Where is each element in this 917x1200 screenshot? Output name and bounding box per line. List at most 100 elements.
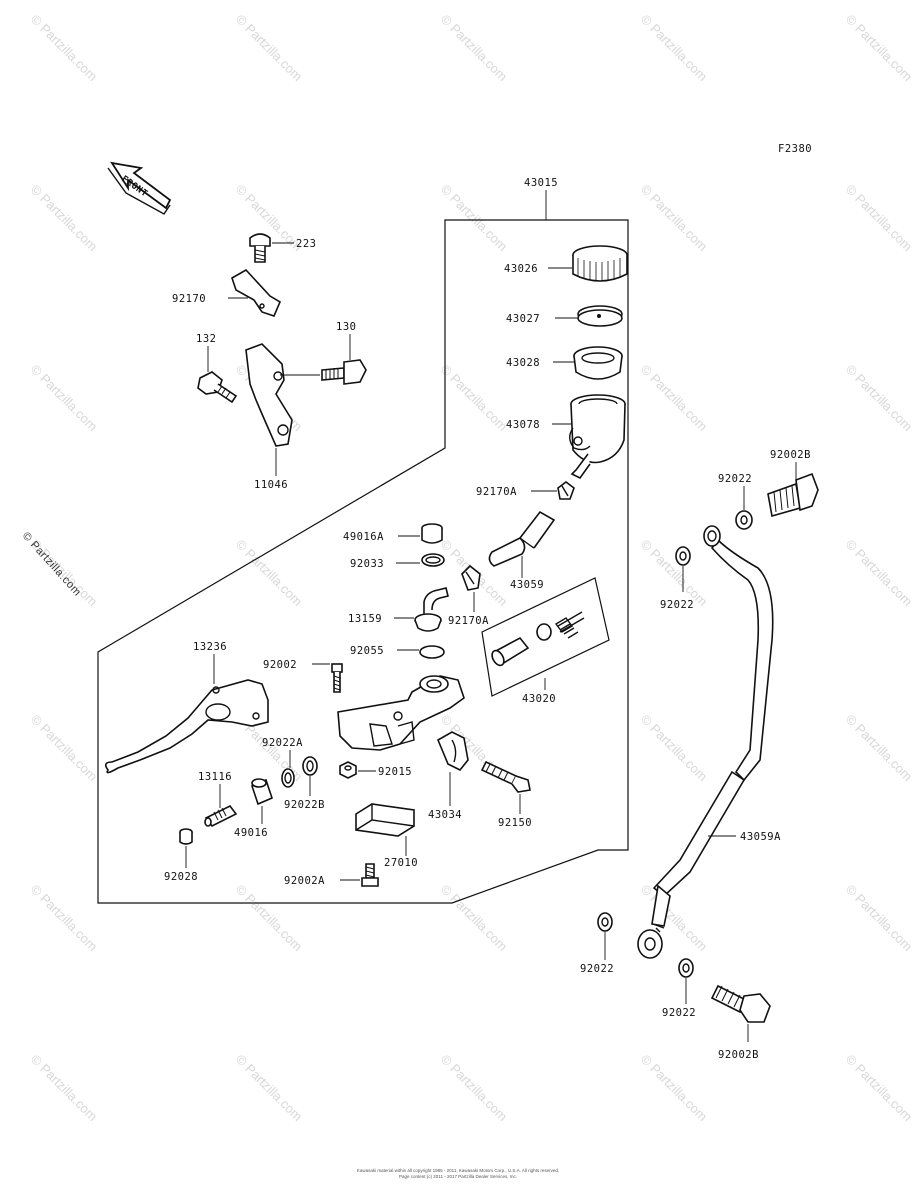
label-43059: 43059 <box>510 579 544 591</box>
label-92022-a: 92022 <box>718 473 752 485</box>
sleeve-49016 <box>251 778 273 806</box>
copyright-text: Kawasaki material within all copyright 1… <box>357 1168 559 1173</box>
label-92150: 92150 <box>498 817 532 829</box>
piston-kit-box <box>481 577 610 697</box>
label-92022B: 92022B <box>284 799 325 811</box>
hose-fitting <box>414 587 449 632</box>
watermark-text: © Partzilla.com <box>638 182 711 255</box>
washer-top-right <box>735 510 753 530</box>
hose-clamp-mid <box>461 564 481 591</box>
label-92028: 92028 <box>164 871 198 883</box>
nut-92015 <box>339 761 357 779</box>
label-13116: 13116 <box>198 771 232 783</box>
label-43027: 43027 <box>506 313 540 325</box>
label-49016: 49016 <box>234 827 268 839</box>
label-92055: 92055 <box>350 645 384 657</box>
bolt-132 <box>197 371 238 404</box>
label-92170: 92170 <box>172 293 206 305</box>
watermark-text: © Partzilla.com <box>28 362 101 435</box>
clamp-holder <box>436 731 469 772</box>
bracket-92170 <box>231 268 282 317</box>
banjo-bolt-bottom <box>710 984 771 1023</box>
assembly-outline <box>97 219 629 904</box>
watermark-text: © Partzilla.com <box>438 362 511 435</box>
diaphragm <box>573 346 623 380</box>
label-130: 130 <box>336 321 356 333</box>
label-92022-d: 92022 <box>662 1007 696 1019</box>
watermark-text: © Partzilla.com <box>638 12 711 85</box>
o-ring <box>419 645 445 659</box>
watermark-text: © Partzilla.com <box>638 362 711 435</box>
switch-screw <box>361 863 379 887</box>
watermark-text: © Partzilla.com <box>438 182 511 255</box>
label-43020: 43020 <box>522 693 556 705</box>
label-92022A: 92022A <box>262 737 303 749</box>
label-92002B-bot: 92002B <box>718 1049 759 1061</box>
piston-kit <box>491 611 585 667</box>
watermark-text: © Partzilla.com <box>843 362 916 435</box>
label-43028: 43028 <box>506 357 540 369</box>
pivot-pin <box>204 804 238 828</box>
pivot-bolt <box>331 663 343 693</box>
washer-left-lower <box>597 912 613 932</box>
side-watermark: © Partzilla.com <box>20 530 84 599</box>
label-92015: 92015 <box>378 766 412 778</box>
watermark-text: © Partzilla.com <box>28 182 101 255</box>
reservoir-tank <box>569 394 626 480</box>
watermark-text: © Partzilla.com <box>28 1052 101 1125</box>
label-27010: 27010 <box>384 857 418 869</box>
end-cap <box>179 828 193 845</box>
label-92022-c: 92022 <box>580 963 614 975</box>
label-92002B-top: 92002B <box>770 449 811 461</box>
label-11046: 11046 <box>254 479 288 491</box>
label-92033: 92033 <box>350 558 384 570</box>
clutch-switch <box>355 803 415 837</box>
master-cylinder-body <box>337 675 465 751</box>
watermark-text: © Partzilla.com <box>843 182 916 255</box>
watermark-text: © Partzilla.com <box>843 712 916 785</box>
label-92022-b: 92022 <box>660 599 694 611</box>
diagram-code: F2380 <box>778 143 812 155</box>
watermark-text: © Partzilla.com <box>843 882 916 955</box>
label-43026: 43026 <box>504 263 538 275</box>
circlip-92033 <box>421 553 445 567</box>
label-92002A: 92002A <box>284 875 325 887</box>
watermark-text: © Partzilla.com <box>438 12 511 85</box>
copyright-text-2: Page content (c) 2011 - 2017 Partzilla D… <box>399 1174 517 1179</box>
washer-92022b <box>302 756 318 776</box>
label-43015: 43015 <box>524 177 558 189</box>
watermark-text: © Partzilla.com <box>28 882 101 955</box>
watermark-text: © Partzilla.com <box>843 12 916 85</box>
banjo-bolt-top <box>767 472 819 518</box>
diaphragm-plate <box>577 305 623 327</box>
watermark-text: © Partzilla.com <box>233 882 306 955</box>
watermark-text: © Partzilla.com <box>438 1052 511 1125</box>
watermark-text: © Partzilla.com <box>638 712 711 785</box>
label-43078: 43078 <box>506 419 540 431</box>
watermark-text: © Partzilla.com <box>438 882 511 955</box>
bracket-screw-223 <box>249 233 271 263</box>
label-43059A: 43059A <box>740 831 781 843</box>
label-92170A-top: 92170A <box>476 486 517 498</box>
watermark-text: © Partzilla.com <box>28 12 101 85</box>
watermark-text: © Partzilla.com <box>638 1052 711 1125</box>
front-arrow-icon: FRONT <box>107 161 172 215</box>
label-13236: 13236 <box>193 641 227 653</box>
clamp-bolt <box>480 760 531 793</box>
label-132: 132 <box>196 333 216 345</box>
label-43034: 43034 <box>428 809 462 821</box>
bolt-130 <box>321 359 367 385</box>
reservoir-hose <box>488 510 556 567</box>
washer-left-upper <box>675 546 691 566</box>
washer-92022a <box>281 768 295 788</box>
watermark-text: © Partzilla.com <box>233 1052 306 1125</box>
watermark-text: © Partzilla.com <box>843 1052 916 1125</box>
clutch-hose <box>637 525 774 959</box>
watermark-text: © Partzilla.com <box>233 537 306 610</box>
clutch-lever <box>104 679 269 774</box>
watermark-text: © Partzilla.com <box>843 537 916 610</box>
watermark-text: © Partzilla.com <box>233 12 306 85</box>
label-223: 223 <box>296 238 316 250</box>
label-49016A: 49016A <box>343 531 384 543</box>
